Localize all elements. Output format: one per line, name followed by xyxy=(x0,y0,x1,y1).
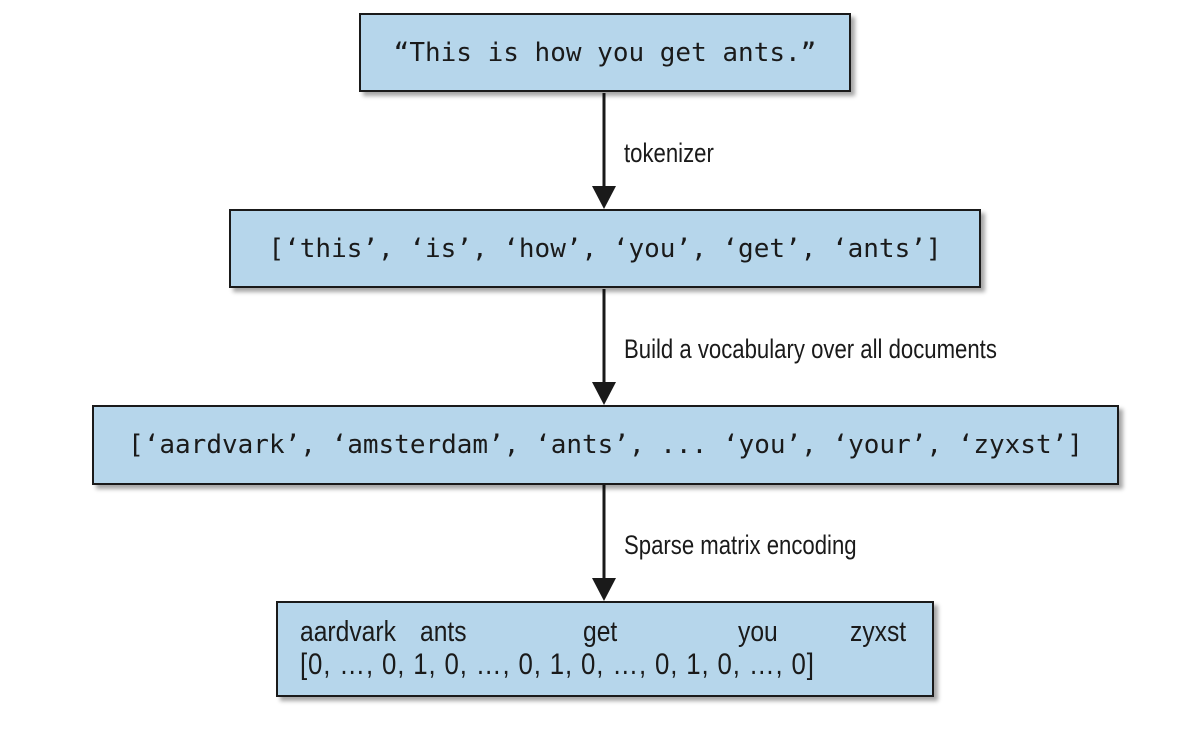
tokens-text: [‘this’, ‘is’, ‘how’, ‘you’, ‘get’, ‘ant… xyxy=(268,233,942,264)
vocabulary-text: [‘aardvark’, ‘amsterdam’, ‘ants’, ... ‘y… xyxy=(128,430,1083,460)
encoding-word: ants xyxy=(420,616,467,648)
sentence-box: “This is how you get ants.” xyxy=(359,13,851,92)
encoding-step-label: Sparse matrix encoding xyxy=(624,530,857,560)
encoding-word-row: aardvark ants get you zyxst xyxy=(300,616,910,648)
vocabulary-box: [‘aardvark’, ‘amsterdam’, ‘ants’, ... ‘y… xyxy=(92,405,1119,485)
encoding-word: you xyxy=(738,616,778,648)
tokenizer-label: tokenizer xyxy=(624,138,714,168)
encoding-word: get xyxy=(583,616,618,648)
vocabulary-step-label: Build a vocabulary over all documents xyxy=(624,334,997,364)
sentence-text: “This is how you get ants.” xyxy=(393,37,817,68)
encoding-box: aardvark ants get you zyxst [0, …, 0, 1,… xyxy=(276,601,934,697)
encoding-vector: [0, …, 0, 1, 0, …, 0, 1, 0, …, 0, 1, 0, … xyxy=(300,648,815,681)
encoding-word: aardvark xyxy=(300,616,396,648)
tokens-box: [‘this’, ‘is’, ‘how’, ‘you’, ‘get’, ‘ant… xyxy=(229,209,981,288)
encoding-word: zyxst xyxy=(850,616,907,648)
